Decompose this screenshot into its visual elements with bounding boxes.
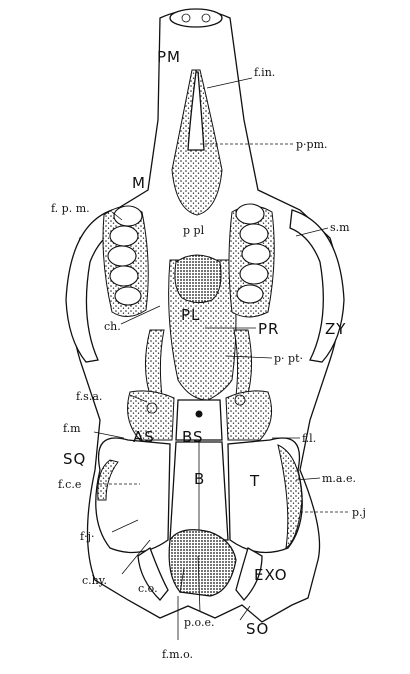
label-p-pm: p·pm.	[296, 138, 328, 151]
label-f-m-o: f.m.o.	[162, 648, 193, 661]
label-m-a-e: m.a.e.	[322, 472, 356, 485]
label-AS: AS	[133, 428, 155, 446]
label-T: T	[249, 472, 260, 490]
label-f-m: f.m	[63, 422, 81, 435]
label-SO: SO	[246, 620, 269, 638]
label-PL: PL	[181, 306, 200, 324]
label-M: M	[132, 174, 146, 192]
label-PR: PR	[258, 320, 279, 338]
label-ch: ch.	[104, 320, 121, 333]
left-bulla	[96, 438, 170, 553]
premaxilla-tip	[170, 9, 222, 27]
label-f-s-a: f.s.a.	[76, 390, 102, 403]
label-f-p-m: f. p. m.	[51, 202, 90, 215]
label-f-ce: f.c.e	[58, 478, 81, 491]
left-molar-row	[103, 206, 148, 317]
label-BS: BS	[182, 428, 204, 446]
right-molar-row	[229, 204, 274, 317]
label-f-j: f·j·	[80, 530, 94, 543]
label-s-m: s.m	[330, 221, 350, 234]
label-ZY: ZY	[325, 320, 346, 338]
label-f-l: f.l.	[302, 432, 316, 445]
right-alisphenoid	[226, 391, 272, 440]
label-EXO: EXO	[254, 566, 288, 584]
label-p-pl: p pl	[183, 224, 205, 237]
choana	[175, 255, 221, 303]
label-SQ: SQ	[63, 450, 86, 468]
label-B: B	[194, 470, 205, 488]
label-c-o: c.o.	[138, 582, 158, 595]
label-p-j: p.j	[352, 506, 366, 519]
label-c-hy: c.hy.	[82, 574, 107, 587]
label-PM: PM	[157, 48, 181, 66]
label-f-in: f.in.	[254, 66, 275, 79]
label-p-o-e: p.o.e.	[184, 616, 214, 629]
label-p-pt: p· pt·	[274, 352, 303, 365]
